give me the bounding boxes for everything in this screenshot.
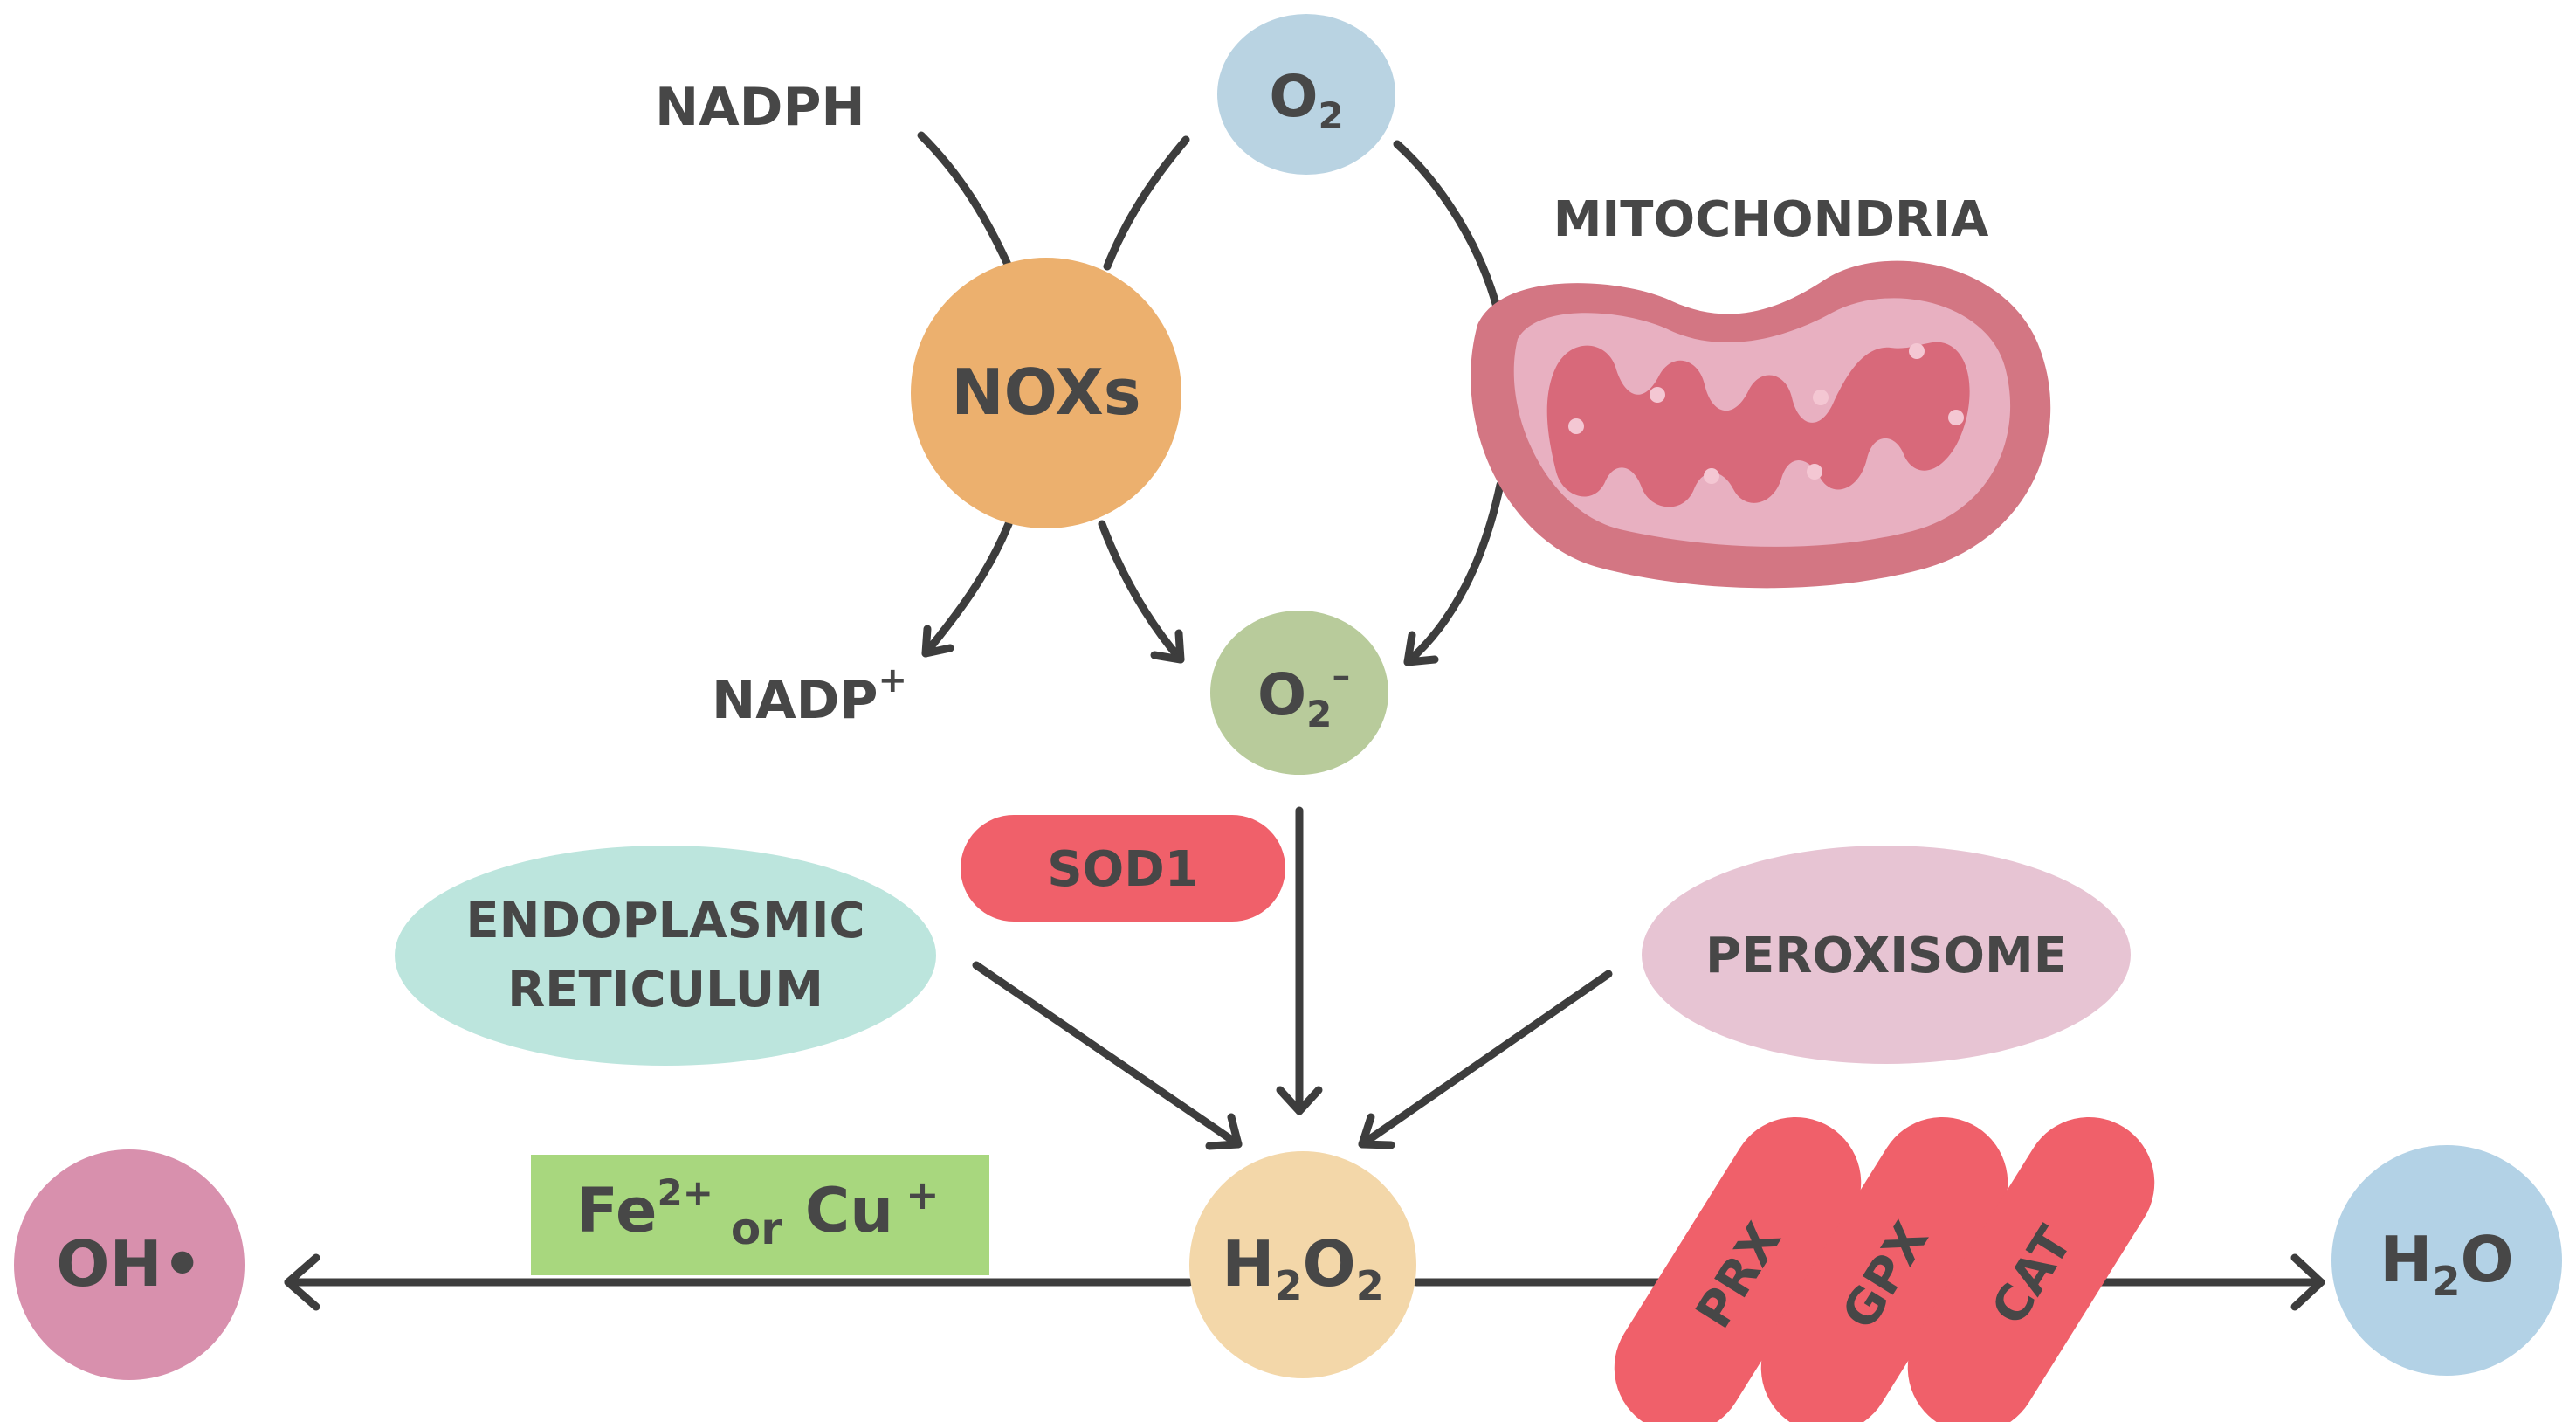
h2o2-circle	[1189, 1151, 1416, 1378]
gpx-enzyme: GPX	[1760, 1116, 2008, 1422]
hydroxyl-label: OH•	[56, 1227, 203, 1301]
sod1-enzyme: SOD1	[961, 815, 1285, 922]
peroxisome-ellipse	[1642, 846, 2131, 1064]
nadph-to-noxs-line	[917, 131, 1013, 271]
oxygen-node: O2	[1217, 14, 1395, 175]
metal-ions-rect	[531, 1155, 989, 1275]
superoxide-circle	[1210, 611, 1388, 775]
sod1-pill	[961, 815, 1285, 922]
o2-to-mitochondria-line	[1393, 140, 1502, 314]
mitochondria-cristae	[1546, 342, 1970, 507]
h2o2-label: H2O2	[1222, 1227, 1384, 1309]
o2-to-noxs-line	[1103, 135, 1190, 271]
er-to-h2o2-arrow	[972, 961, 1243, 1149]
hydroxyl-circle	[14, 1149, 245, 1380]
sod1-label: SOD1	[1047, 841, 1198, 898]
hydroxyl-node: OH•	[14, 1149, 245, 1380]
mitochondria-label: MITOCHONDRIA	[1553, 191, 1989, 248]
water-label: H2O	[2380, 1223, 2514, 1305]
er-ellipse	[395, 846, 936, 1066]
noxs-node: NOXs	[911, 258, 1181, 528]
water-node: H2O	[2331, 1145, 2562, 1376]
oxygen-circle	[1217, 14, 1395, 175]
er-label-line2: RETICULUM	[507, 962, 823, 1018]
superoxide-label: O2–	[1257, 654, 1350, 735]
h2o2-node: H2O2	[1189, 1151, 1416, 1378]
antioxidant-enzymes: PRX GPX CAT	[1614, 1116, 2155, 1422]
peroxisome-label: PEROXISOME	[1705, 928, 2067, 984]
peroxisome-node: PEROXISOME	[1642, 846, 2131, 1064]
oxygen-label: O2	[1269, 63, 1343, 137]
nadp-label: NADP+	[712, 660, 907, 731]
cat-pill	[1907, 1116, 2155, 1422]
superoxide-node: O2–	[1210, 611, 1388, 775]
noxs-label: NOXs	[951, 356, 1140, 429]
peroxisome-to-h2o2-arrow	[1358, 970, 1613, 1149]
water-circle	[2331, 1145, 2562, 1376]
er-node: ENDOPLASMIC RETICULUM	[395, 846, 936, 1066]
gpx-pill	[1760, 1116, 2008, 1422]
noxs-to-nadp-arrow	[921, 520, 1013, 658]
er-label-line1: ENDOPLASMIC	[465, 893, 864, 949]
mitochondria-to-superoxide-arrow	[1403, 480, 1505, 666]
noxs-to-superoxide-arrow	[1098, 520, 1185, 664]
mitochondria-icon	[1471, 260, 2051, 589]
prx-enzyme: PRX	[1614, 1116, 1862, 1422]
nadph-label: NADPH	[655, 77, 865, 138]
noxs-circle	[911, 258, 1181, 528]
cat-enzyme: CAT	[1907, 1116, 2155, 1422]
prx-pill	[1614, 1116, 1862, 1422]
